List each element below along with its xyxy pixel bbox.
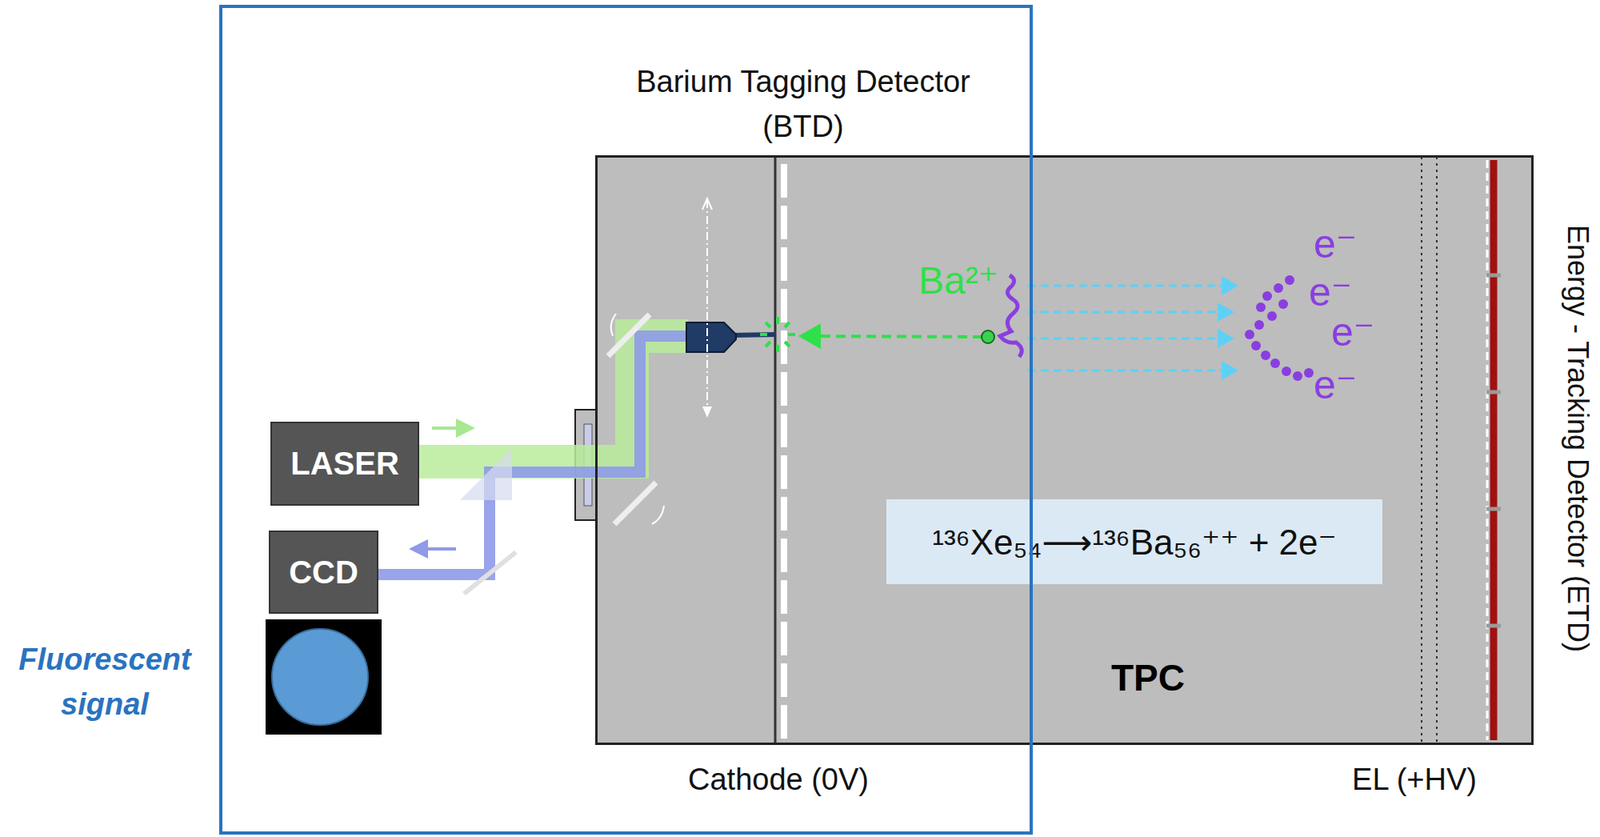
laser-beam: [416, 336, 688, 462]
ion-drift-arrow: [801, 336, 983, 337]
electron-label: e⁻: [1308, 268, 1352, 316]
double-beta-track: [1000, 275, 1022, 357]
ccd-box: CCD: [268, 530, 379, 614]
tpc-fill: [595, 155, 1534, 745]
electron-label: e⁻: [1313, 361, 1357, 408]
cathode-label: Cathode (0V): [688, 762, 869, 797]
barium-ion: [981, 330, 995, 344]
el-grid: [1436, 156, 1438, 744]
cathode-line: [774, 155, 777, 745]
btd-region: Barium Tagging Detector (BTD) LASER CCD: [219, 4, 1033, 835]
electron-label: e⁻: [1331, 308, 1375, 356]
electron-drift-arrows: [1028, 285, 1236, 371]
node-text: ¹³⁶Xe₅₄⟶¹³⁶Ba₅₆⁺⁺ + 2e⁻: [886, 499, 1383, 584]
laser-box: LASER: [270, 421, 420, 506]
el-grid: [1420, 156, 1423, 744]
etd-label: Energy - Tracking Detector (ETD): [1560, 224, 1595, 652]
electron-label: e⁻: [1313, 220, 1357, 268]
tracking-plane: [1490, 160, 1498, 740]
node-text: Barium Tagging Detector (BTD): [635, 59, 972, 149]
node-text: CCD: [270, 532, 377, 612]
equation-box: ¹³⁶Xe₅₄⟶¹³⁶Ba₅₆⁺⁺ + 2e⁻: [886, 499, 1383, 584]
fluorescent-spot: [272, 628, 368, 725]
signal-caption: Fluorescent signal: [0, 636, 209, 727]
ion-label: Ba²⁺: [918, 257, 999, 303]
optics: [460, 198, 736, 594]
node-text: LASER: [272, 423, 418, 504]
fluorescence-burst: [760, 316, 796, 352]
plane-separators: [1486, 275, 1501, 626]
el-label: EL (+HV): [1352, 762, 1477, 797]
cathode-mesh: [780, 164, 788, 740]
tpc-vessel: TPC ¹³⁶Xe₅₄⟶¹³⁶Ba₅₆⁺⁺ + 2e⁻: [595, 155, 1534, 745]
camera-image: [265, 619, 382, 735]
node-text: TPC: [1111, 656, 1185, 700]
fluorescence-beam: [375, 334, 776, 575]
electron-cloud: [1244, 275, 1314, 381]
anode-mesh: [1486, 160, 1489, 740]
